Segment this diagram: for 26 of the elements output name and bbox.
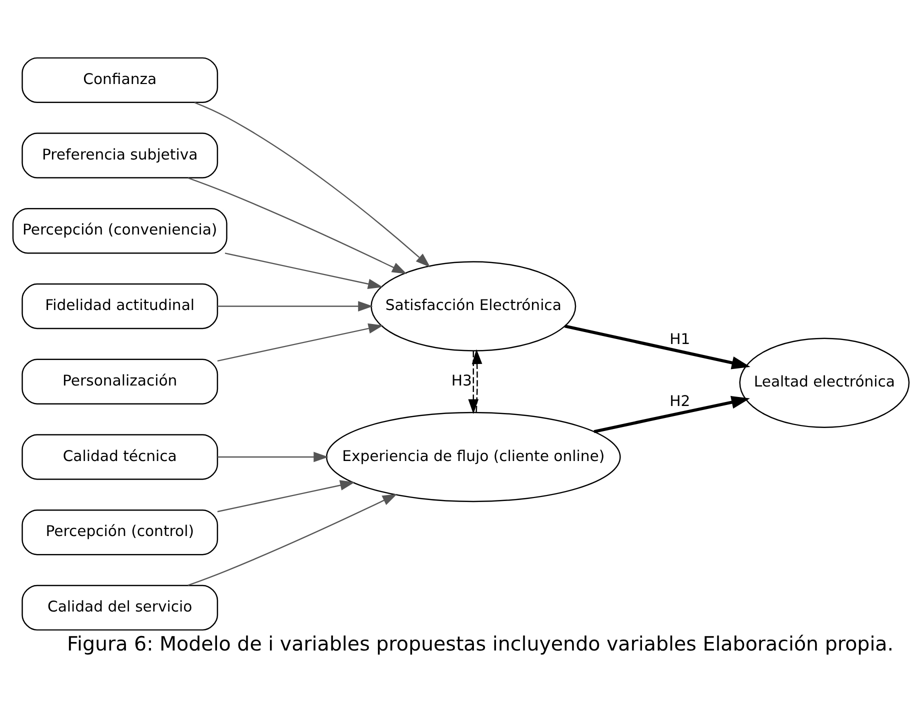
arrow [194, 102, 430, 268]
arrow [472, 349, 482, 412]
arrow [217, 301, 373, 312]
node-box: Calidad del servicio [22, 584, 218, 631]
arrow [188, 494, 398, 586]
node-box: Calidad técnica [22, 434, 218, 480]
arrow [217, 323, 384, 362]
edge-label: H2 [670, 392, 690, 410]
arrow [468, 351, 479, 414]
node-box: Percepción (conveniencia) [12, 208, 228, 254]
arrow [224, 252, 383, 290]
arrow [217, 480, 355, 512]
node-box: Personalización [22, 358, 218, 404]
node-box: Fidelidad actitudinal [22, 283, 218, 330]
node-box: Confianza [22, 57, 218, 104]
arrow [564, 324, 750, 370]
node-ellipse: Lealtad electrónica [739, 338, 910, 428]
edge-label: H1 [670, 331, 690, 348]
arrow [217, 452, 328, 462]
caption: Figura 6: Modelo de i variables propuestas incluyendo variables Elaboración propia. [67, 632, 894, 656]
node-box: Preferencia subjetiva [22, 132, 218, 178]
node-ellipse: Experiencia de flujo (cliente online) [326, 412, 621, 502]
node-box: Percepción (control) [22, 509, 218, 556]
arrow [188, 177, 407, 274]
edge-label: H3 [451, 372, 472, 390]
arrow [594, 396, 750, 434]
